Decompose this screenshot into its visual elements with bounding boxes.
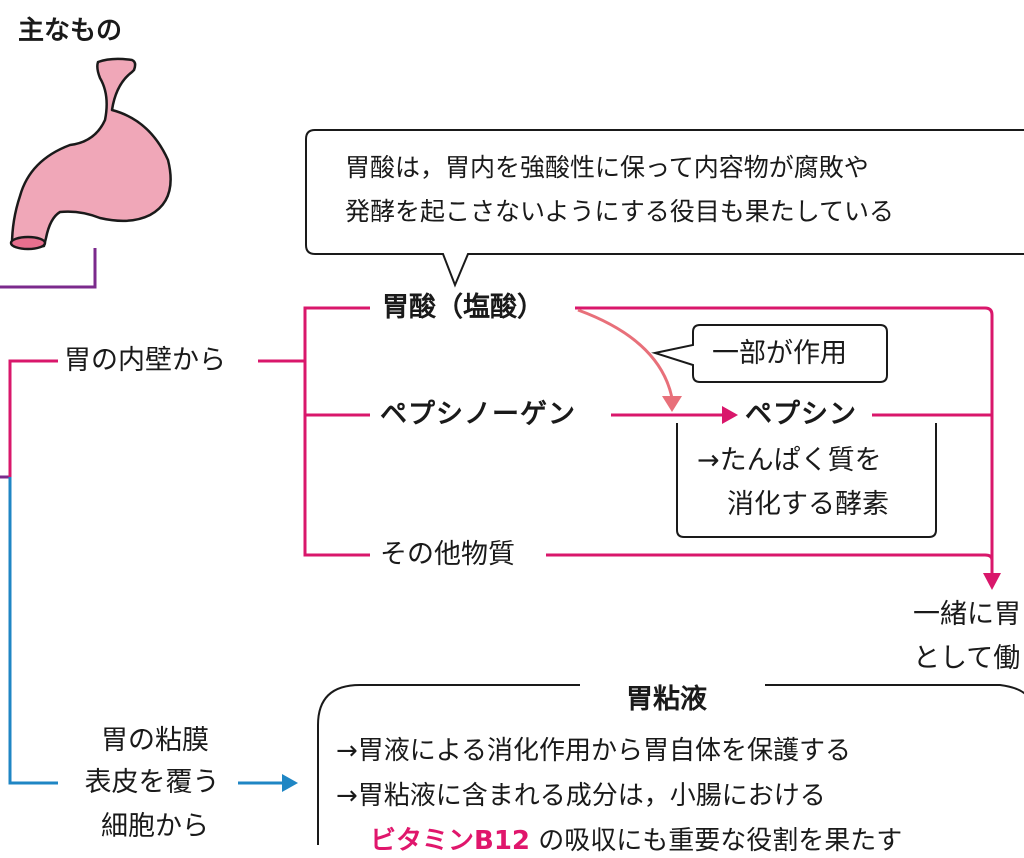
stomach-icon: [9, 57, 172, 251]
pepsin-desc-line-1: →たんぱく質を: [697, 445, 882, 476]
vitamin-b12-highlight: ビタミンB12: [370, 826, 530, 856]
magenta-subtree: [303, 306, 370, 557]
magenta-main-branch: [8, 359, 58, 477]
pepsin-desc-box: [676, 423, 937, 538]
mucosa-line-1: 胃の粘膜: [101, 725, 209, 756]
pepsin-desc-line-2: 消化する酵素: [727, 489, 889, 520]
blue-branch: [8, 477, 58, 785]
partial-action-label: 一部が作用: [712, 338, 847, 369]
mucus-line-3-rest: の吸収にも重要な役割を果たす: [530, 826, 903, 856]
callout-line-2: 発酵を起こさないようにする役目も果たしている: [345, 197, 895, 226]
item-other-substances: その他物質: [380, 539, 515, 570]
header-title: 主なもの: [18, 16, 123, 46]
callout-bubble: [305, 129, 1024, 288]
item-pepsinogen: ペプシノーゲン: [380, 399, 576, 430]
mucus-box: [317, 684, 580, 845]
arrow-to-pepsin: [722, 406, 738, 424]
arrow-to-mucus: [282, 774, 298, 792]
branch-inner-wall-label: 胃の内壁から: [64, 345, 226, 376]
partial-action-curve: [577, 308, 674, 399]
merge-result-line-1: 一緒に胃: [913, 599, 1021, 630]
callout-line-1: 胃酸は，胃内を強酸性に保って内容物が腐敗や: [345, 153, 869, 182]
arrow-down-merge: [983, 573, 1001, 590]
mucus-box-title: 胃粘液: [626, 684, 707, 715]
pepsin-label: ペプシン: [745, 399, 857, 430]
merge-result-line-2: として働: [913, 643, 1021, 674]
purple-connector: [0, 248, 97, 289]
item-gastric-acid: 胃酸（塩酸）: [382, 292, 544, 323]
mucosa-line-2: 表皮を覆う: [84, 767, 220, 798]
mucus-line-2: →胃粘液に含まれる成分は，小腸における: [336, 781, 826, 811]
mucus-line-3: ビタミンB12 の吸収にも重要な役割を果たす: [370, 824, 902, 858]
mucus-line-1: →胃液による消化作用から胃自体を保護する: [336, 736, 852, 766]
partial-action-bubble: [651, 324, 888, 383]
mucosa-line-3: 細胞から: [101, 811, 209, 842]
